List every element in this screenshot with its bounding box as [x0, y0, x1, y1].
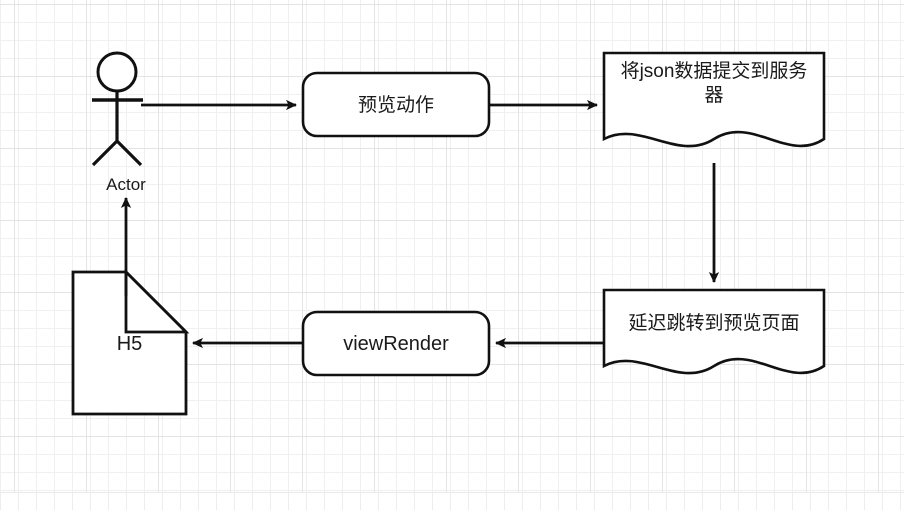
node-preview-action-shape[interactable] [301, 71, 491, 138]
actor-right-leg-line [115, 139, 143, 167]
actor-left-leg-line [91, 139, 119, 167]
actor-head-icon [96, 51, 138, 93]
node-h5-shape[interactable] [71, 268, 190, 416]
node-view-render-shape[interactable] [301, 310, 491, 377]
h5-folded-corner [124, 268, 190, 334]
node-delay-redirect-shape[interactable] [602, 288, 826, 375]
node-submit-json-shape[interactable] [602, 51, 826, 148]
actor-figure[interactable] [91, 51, 143, 167]
